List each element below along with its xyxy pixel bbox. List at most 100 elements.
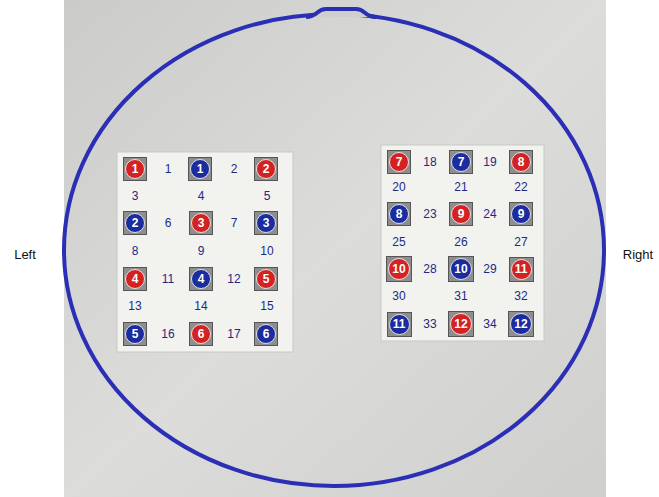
electrode-node: 9 [509, 202, 533, 226]
channel-number: 22 [514, 181, 527, 193]
electrode-number: 10 [454, 263, 467, 275]
electrode-cell [509, 312, 534, 337]
electrode-cell [450, 203, 473, 226]
electrode-circle [451, 259, 472, 280]
electrode-number: 5 [132, 328, 139, 340]
electrode-circle [512, 153, 531, 172]
electrode-cell [190, 212, 213, 235]
electrode-cell [124, 212, 147, 235]
electrode-circle [257, 214, 276, 233]
electrode-cell [510, 203, 533, 226]
electrode-circle [257, 160, 276, 179]
electrode-cell [509, 257, 533, 281]
electrode-number: 6 [198, 328, 205, 340]
electrode-cell [124, 268, 147, 291]
electrode-node: 5 [254, 267, 278, 291]
electrode-circle [512, 205, 531, 224]
electrode-number: 4 [132, 273, 139, 285]
electrode-cell [255, 323, 278, 346]
electrode-node: 2 [123, 211, 147, 235]
electrode-number: 8 [396, 208, 403, 220]
electrode-number: 12 [514, 318, 527, 330]
channel-number: 26 [454, 236, 467, 248]
electrode-node: 11 [509, 257, 534, 282]
electrode-number: 12 [454, 318, 467, 330]
electrode-cell [388, 203, 411, 226]
electrode-panel [117, 152, 293, 352]
nose-mark [306, 9, 376, 17]
channel-number: 25 [392, 236, 405, 248]
channel-number: 24 [483, 208, 496, 220]
electrode-circle [390, 205, 409, 224]
channel-number: 12 [227, 273, 240, 285]
channel-number: 31 [454, 290, 467, 302]
channel-number: 27 [514, 236, 527, 248]
electrode-number: 9 [518, 208, 525, 220]
channel-number: 16 [161, 328, 174, 340]
electrode-panel [381, 145, 544, 341]
electrode-number: 1 [197, 163, 204, 175]
electrode-number: 3 [263, 217, 270, 229]
channel-number: 2 [231, 163, 238, 175]
channel-number: 21 [454, 181, 467, 193]
channel-number: 30 [392, 290, 405, 302]
electrode-number: 5 [263, 273, 270, 285]
electrode-number: 9 [458, 208, 465, 220]
electrode-number: 7 [458, 156, 465, 168]
channel-number: 13 [128, 300, 141, 312]
channel-number: 20 [392, 181, 405, 193]
electrode-node: 7 [387, 150, 411, 174]
electrode-circle [452, 153, 471, 172]
electrode-circle [192, 270, 211, 289]
electrode-cell [449, 257, 474, 282]
channel-number: 34 [483, 318, 496, 330]
channel-number: 17 [227, 328, 240, 340]
electrode-number: 2 [263, 163, 270, 175]
electrode-number: 6 [263, 328, 270, 340]
electrode-node: 4 [123, 267, 147, 291]
electrode-node: 1 [188, 157, 212, 181]
channel-number: 32 [514, 290, 527, 302]
electrode-cell [388, 151, 411, 174]
electrode-number: 11 [393, 318, 406, 330]
channel-number: 23 [423, 208, 436, 220]
electrode-circle [192, 214, 211, 233]
channel-number: 3 [132, 190, 139, 202]
electrode-circle [389, 259, 410, 280]
electrode-node: 12 [508, 311, 534, 337]
electrode-node: 2 [254, 157, 278, 181]
electrode-number: 2 [132, 217, 139, 229]
electrode-node: 3 [189, 211, 213, 235]
electrode-circle [257, 325, 276, 344]
electrode-node: 9 [449, 202, 473, 226]
channel-number: 7 [231, 217, 238, 229]
electrode-circle [511, 259, 531, 279]
channel-number: 1 [165, 163, 172, 175]
electrode-node: 6 [254, 322, 278, 346]
screen-ground [64, 0, 606, 497]
electrode-node: 7 [449, 150, 473, 174]
channel-number: 28 [423, 263, 436, 275]
electrode-node: 8 [509, 150, 533, 174]
channel-number: 29 [483, 263, 496, 275]
electrode-node: 12 [448, 311, 474, 337]
electrode-cell [190, 268, 213, 291]
electrode-number: 1 [132, 163, 139, 175]
electrode-circle [511, 314, 532, 335]
channel-number: 5 [264, 190, 271, 202]
electrode-circle [452, 205, 471, 224]
side-label: Right [623, 248, 653, 261]
electrode-number: 7 [396, 156, 403, 168]
channel-number: 6 [165, 217, 172, 229]
electrode-node: 6 [189, 322, 213, 346]
channel-number: 9 [198, 245, 205, 257]
electrode-node: 11 [387, 312, 412, 337]
channel-number: 18 [423, 156, 436, 168]
head-outline [64, 14, 604, 486]
electrode-cell [189, 158, 212, 181]
channel-number: 15 [260, 300, 273, 312]
electrode-cell [387, 257, 412, 282]
